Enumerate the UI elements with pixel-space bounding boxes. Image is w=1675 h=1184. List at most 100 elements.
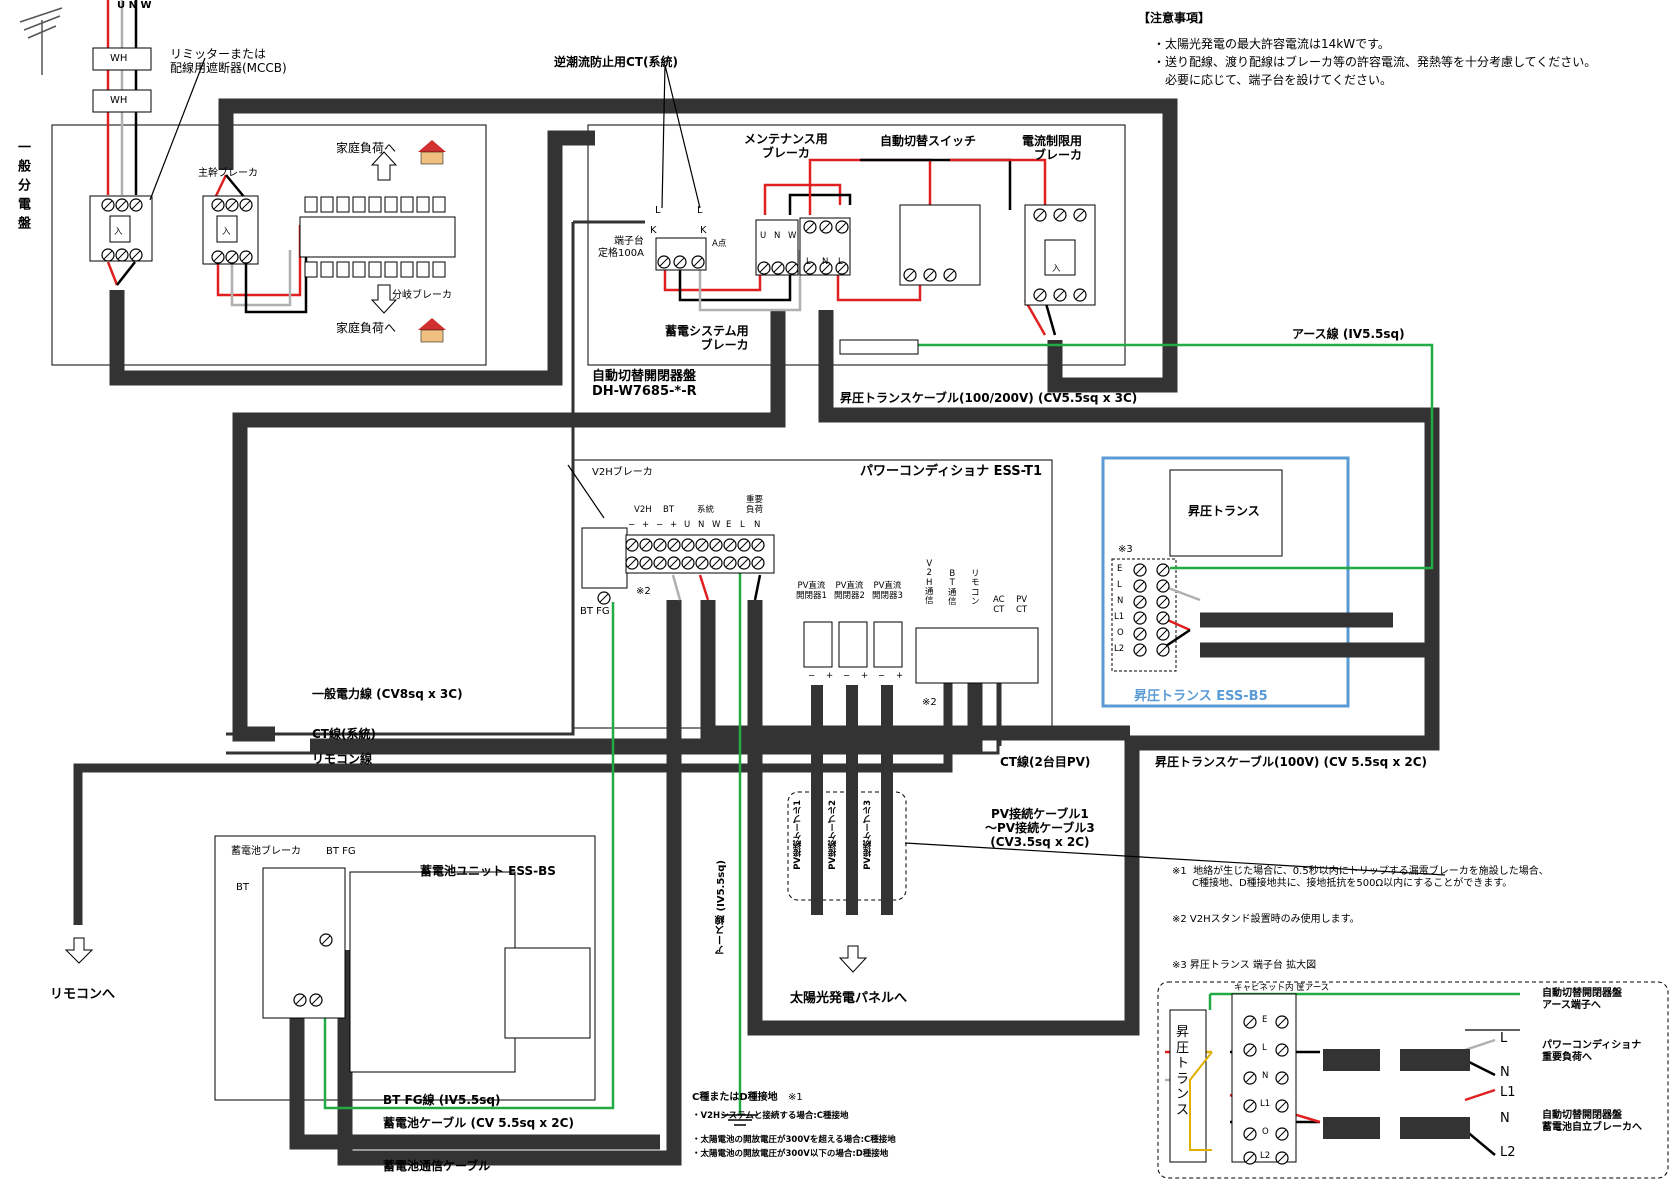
et-o: O bbox=[1262, 1127, 1269, 1137]
main-breaker-label: 主幹ブレーカ bbox=[198, 168, 258, 179]
ref3: ※3 bbox=[1118, 544, 1133, 555]
pcs-t10: N bbox=[754, 520, 761, 530]
enlarge-dest-1: 自動切替開閉器盤 アース端子へ bbox=[1542, 988, 1622, 1011]
ct-letter-l2: L bbox=[697, 205, 703, 216]
pv-cable-label-2: PV接続ケーブル2 bbox=[828, 800, 838, 870]
ct-letter-k1: K bbox=[650, 225, 657, 236]
tt-l1: L1 bbox=[1114, 612, 1125, 622]
switch-panel-box bbox=[587, 124, 1126, 366]
notes-title: 【注意事項】 bbox=[1138, 11, 1211, 25]
ct-title: 逆潮流防止用CT(系統) bbox=[554, 55, 678, 69]
grounding-ref: ※1 bbox=[788, 1092, 803, 1103]
comm-acct: AC CT bbox=[993, 595, 1005, 615]
pcs-t4: + bbox=[670, 520, 678, 530]
current-limit-breaker: 電流制限用 ブレーカ bbox=[1022, 134, 1083, 162]
bt-fg: BT FG bbox=[580, 606, 610, 617]
battery-title: 蓄電池ユニット ESS-BS bbox=[420, 864, 556, 878]
household-load-bottom: 家庭負荷へ bbox=[336, 321, 397, 335]
transformer-title: 昇圧トランス bbox=[1188, 504, 1260, 518]
general-power-line: 一般電力線 (CV8sq x 3C) bbox=[312, 687, 463, 701]
household-load-top: 家庭負荷へ bbox=[336, 141, 397, 155]
grounding-note-1: ・V2Hシステムと接続する場合:C種接地 bbox=[692, 1111, 849, 1121]
et-l: L bbox=[1262, 1043, 1267, 1053]
er-n2: N bbox=[1500, 1111, 1510, 1126]
lnl-l2: L bbox=[838, 257, 843, 267]
breaker-on-mark-2: 入 bbox=[222, 227, 231, 237]
battery-breaker: 蓄電池ブレーカ bbox=[231, 846, 301, 857]
tt-o: O bbox=[1117, 628, 1124, 638]
pcs-t6: N bbox=[698, 520, 705, 530]
breaker-on-mark-3: 入 bbox=[1052, 264, 1061, 274]
uvw-w: W bbox=[788, 231, 797, 241]
pcs-t5: U bbox=[684, 520, 691, 530]
uvw-n: N bbox=[774, 231, 781, 241]
comm-bt: B T 通 信 bbox=[948, 569, 957, 608]
transformer-unit: 昇圧トランス ESS-B5 bbox=[1134, 689, 1268, 704]
boost-cable-main: 昇圧トランスケーブル(100/200V) (CV5.5sq x 3C) bbox=[840, 391, 1138, 405]
tt-l: L bbox=[1117, 580, 1122, 590]
pm-6: + bbox=[896, 671, 904, 681]
battery-comm-cable: 蓄電池通信ケーブル bbox=[383, 1159, 491, 1173]
enlarge-header: キャビネット内 筐アース bbox=[1234, 983, 1330, 993]
tt-e: E bbox=[1117, 564, 1123, 574]
footnote-3: ※3 昇圧トランス 端子台 拡大図 bbox=[1172, 960, 1317, 971]
comm-remocon: リ モ コ ン bbox=[971, 569, 980, 608]
meter-label-1: WH bbox=[110, 53, 128, 64]
lnl-n: N bbox=[822, 257, 829, 267]
et-n: N bbox=[1262, 1071, 1269, 1081]
enlarge-dest-2: パワーコンディショナ 重要負荷へ bbox=[1542, 1040, 1642, 1063]
branch-breaker-label: 分岐ブレーカ bbox=[392, 290, 452, 301]
grounding-note-2: ・太陽電池の開放電圧が300Vを超える場合:C種接地 bbox=[692, 1135, 896, 1145]
meter-header: U N W bbox=[117, 0, 152, 11]
pv-switch-1: PV直流 開閉器1 bbox=[796, 581, 827, 601]
pcs-group-grid: 系統 bbox=[697, 505, 715, 515]
pv-switch-3: PV直流 開閉器3 bbox=[872, 581, 903, 601]
pcs-t8: E bbox=[726, 520, 732, 530]
note-1: ・太陽光発電の最大許容電流は14kWです。 bbox=[1153, 37, 1390, 51]
maintenance-breaker: メンテナンス用 ブレーカ bbox=[744, 132, 828, 160]
note-3: 必要に応じて、端子台を設けてください。 bbox=[1153, 73, 1393, 87]
transformer-core-box bbox=[1169, 469, 1283, 557]
enlarge-trans-label: 昇 圧 ト ラ ン ス bbox=[1176, 1025, 1190, 1118]
house-icon-bottom bbox=[418, 318, 446, 343]
pv-cable-label-3: PV接続ケーブル3 bbox=[863, 800, 873, 870]
general-panel-box bbox=[51, 124, 487, 366]
transformer-terminal-dashbox bbox=[1111, 558, 1177, 672]
ref2-b: ※2 bbox=[922, 697, 937, 708]
comm-pvct: PV CT bbox=[1016, 595, 1028, 615]
pm-2: + bbox=[826, 671, 834, 681]
terminal-block-label: 端子台 定格100A bbox=[598, 236, 644, 259]
enlarge-box bbox=[1157, 981, 1669, 1179]
pm-4: + bbox=[861, 671, 869, 681]
earth-wire-label: アース線 (IV5.5sq) bbox=[1292, 327, 1405, 341]
breaker-on-mark-1: 入 bbox=[114, 227, 123, 237]
note-2: ・送り配線、渡り配線はブレーカ等の許容電流、発熱等を十分考慮してください。 bbox=[1153, 55, 1597, 69]
v2h-breaker: V2Hブレーカ bbox=[592, 467, 653, 478]
tt-n: N bbox=[1117, 596, 1124, 606]
to-remocon: リモコンへ bbox=[50, 987, 116, 1002]
pcs-title: パワーコンディショナ ESS-T1 bbox=[860, 464, 1043, 479]
to-solar: 太陽光発電パネルへ bbox=[790, 991, 908, 1006]
pcs-t9: L bbox=[740, 520, 745, 530]
general-panel-title: 一般分電盤 bbox=[14, 140, 30, 235]
ct-letter-k2: K bbox=[700, 225, 707, 236]
pv-cable-title: PV接続ケーブル1 〜PV接続ケーブル3 (CV3.5sq x 2C) bbox=[985, 807, 1095, 849]
pv-cable-label-1: PV接続ケーブル1 bbox=[793, 800, 803, 870]
limiter-label: リミッターまたは 配線用遮断器(MCCB) bbox=[170, 47, 287, 75]
battery-fg: BT FG bbox=[326, 846, 356, 857]
comm-v2h: V 2 H 通 信 bbox=[925, 559, 934, 607]
ref2-a: ※2 bbox=[636, 586, 651, 597]
ct-line-grid: CT線(系統) bbox=[312, 727, 376, 741]
auto-switch: 自動切替スイッチ bbox=[880, 134, 977, 148]
battery-cable: 蓄電池ケーブル (CV 5.5sq x 2C) bbox=[383, 1116, 574, 1130]
bt-fg-wire: BT FG線 (IV5.5sq) bbox=[383, 1093, 501, 1107]
er-l1: L1 bbox=[1500, 1085, 1516, 1100]
pcs-group-load: 重要 負荷 bbox=[746, 495, 764, 515]
point-a: A点 bbox=[712, 239, 727, 249]
switch-panel-title: 自動切替開閉器盤 DH-W7685-*-R bbox=[592, 369, 697, 399]
ct-line-pv: CT線(2台目PV) bbox=[1000, 755, 1091, 769]
grounding-note-3: ・太陽電池の開放電圧が300V以下の場合:D種接地 bbox=[692, 1149, 889, 1159]
pcs-t7: W bbox=[712, 520, 721, 530]
pcs-t2: + bbox=[642, 520, 650, 530]
